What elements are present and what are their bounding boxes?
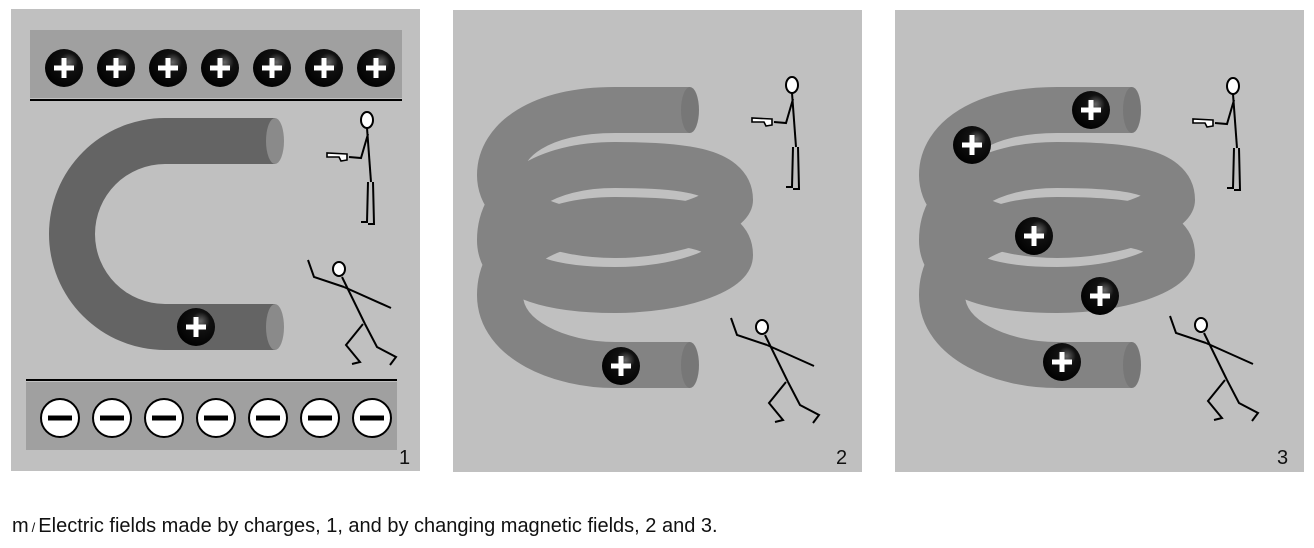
negative-charge: [92, 398, 132, 438]
negative-charge: [196, 398, 236, 438]
tube-end-cap: [1123, 87, 1141, 133]
positive-charge: [602, 347, 640, 385]
positive-charge: [1015, 217, 1053, 255]
panel-2: 2: [453, 10, 862, 472]
positive-charge: [149, 49, 187, 87]
positive-charge: [357, 49, 395, 87]
negative-charge: [144, 398, 184, 438]
figure-caption: m/Electric fields made by charges, 1, an…: [12, 515, 718, 538]
positive-charge: [1081, 277, 1119, 315]
positive-charge: [97, 49, 135, 87]
tube-end-cap: [1123, 342, 1141, 388]
tube-end-cap: [266, 304, 284, 350]
positive-charge: [305, 49, 343, 87]
positive-charge: [253, 49, 291, 87]
tube-end-cap: [681, 342, 699, 388]
negative-charge: [248, 398, 288, 438]
positive-charge: [953, 126, 991, 164]
panel-label: 2: [836, 447, 847, 469]
tube-end-cap: [681, 87, 699, 133]
caption-separator: /: [31, 520, 36, 535]
u-tube: [49, 118, 275, 350]
panel-label: 1: [399, 447, 410, 469]
negative-charge: [300, 398, 340, 438]
tube-end-cap: [266, 118, 284, 164]
caption-text: Electric fields made by charges, 1, and …: [38, 515, 718, 537]
panel-1: 1: [11, 9, 420, 471]
moving-positive-charge: [177, 308, 215, 346]
caption-letter: m: [12, 515, 29, 537]
positive-charge: [1072, 91, 1110, 129]
positive-charge: [201, 49, 239, 87]
negative-charge: [352, 398, 392, 438]
panel-label: 3: [1277, 447, 1288, 469]
panel-3: 3: [895, 10, 1304, 472]
positive-charge: [1043, 343, 1081, 381]
negative-charge: [40, 398, 80, 438]
figure-canvas: 1 2 3: [11, 9, 1304, 472]
positive-charge: [45, 49, 83, 87]
